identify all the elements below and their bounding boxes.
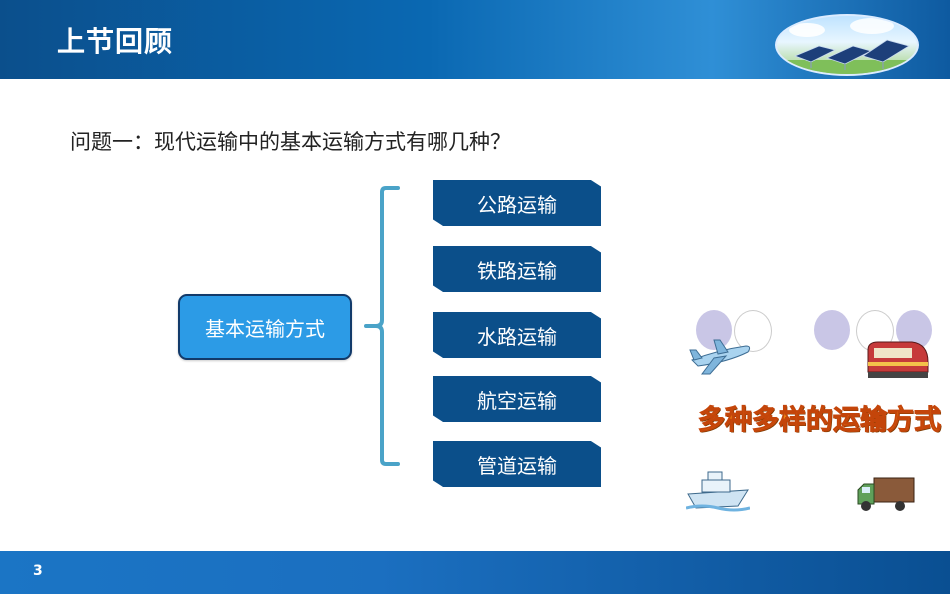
transport-mode-label: 铁路运输 [477, 258, 557, 283]
transport-mode-rail: 铁路运输 [433, 246, 601, 292]
footer-bar: 3 [0, 551, 950, 594]
transport-mode-air: 航空运输 [433, 376, 601, 422]
root-node: 基本运输方式 [178, 294, 352, 360]
transport-mode-water: 水路运输 [433, 312, 601, 358]
transport-mode-label: 航空运输 [477, 388, 557, 413]
slide-title: 上节回顾 [57, 25, 174, 58]
transport-illustration: 多种多样的运输方式 [676, 306, 950, 516]
transport-mode-label: 公路运输 [477, 192, 557, 217]
brace-connector [364, 186, 400, 466]
transport-mode-label: 管道运输 [477, 453, 557, 478]
train-icon [867, 341, 929, 378]
banner-text: 多种多样的运输方式 [698, 405, 942, 437]
root-node-label: 基本运输方式 [205, 316, 325, 341]
airplane-icon [689, 339, 751, 375]
truck-icon [857, 477, 915, 511]
transport-mode-pipeline: 管道运输 [433, 441, 601, 487]
page-number: 3 [33, 563, 43, 579]
ship-icon [686, 471, 750, 512]
decor-circle [734, 310, 772, 352]
header-bar: 上节回顾 [0, 0, 950, 79]
decor-circle [696, 310, 732, 350]
question-text: 问题一：现代运输中的基本运输方式有哪几种？ [70, 130, 511, 154]
solar-panel-image [775, 14, 919, 76]
transport-mode-label: 水路运输 [477, 324, 557, 349]
transport-mode-road: 公路运输 [433, 180, 601, 226]
decor-circle [814, 310, 850, 350]
